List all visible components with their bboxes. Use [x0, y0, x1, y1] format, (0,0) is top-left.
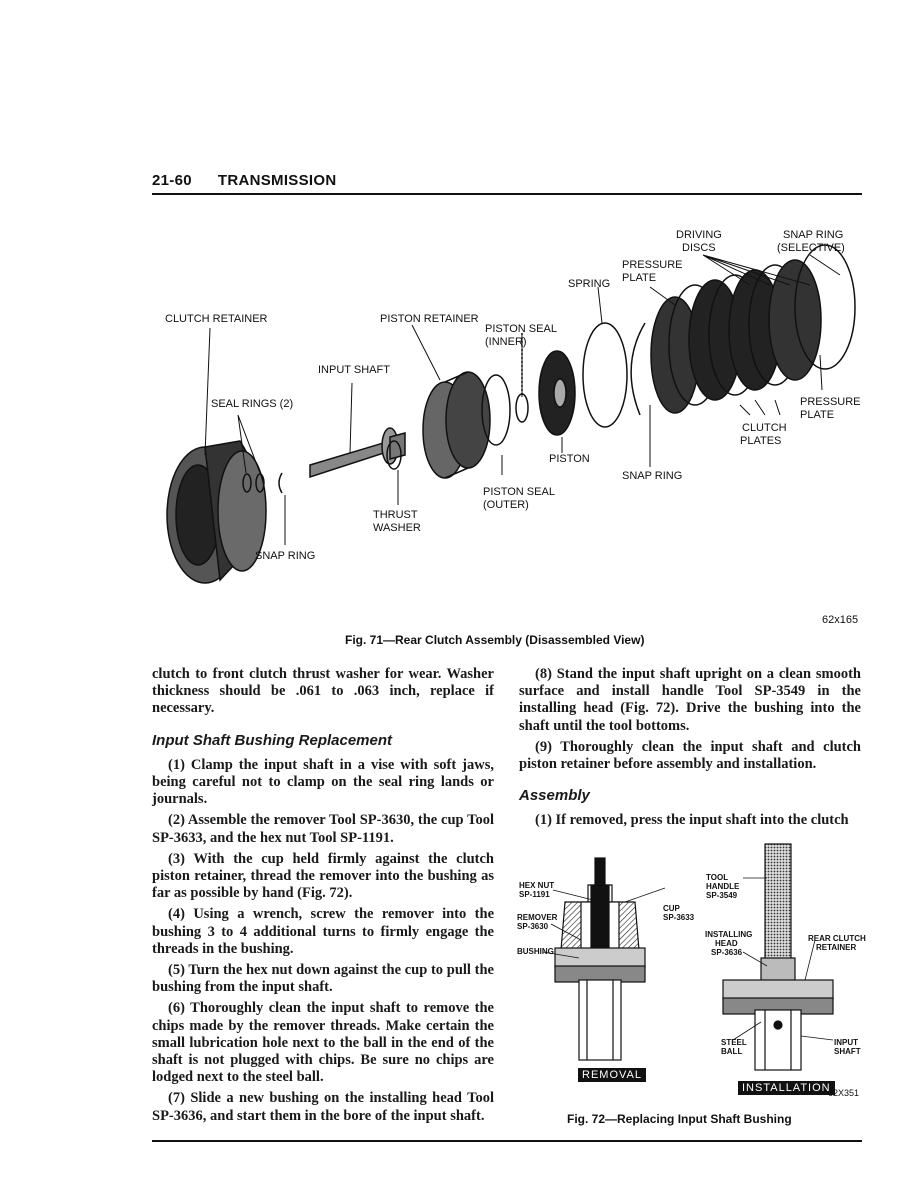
label-clutch-plates: CLUTCH PLATES — [740, 422, 787, 448]
label-remover: REMOVER SP-3630 — [517, 913, 557, 931]
label-line: PRESSURE — [800, 396, 861, 408]
label-line: PLATE — [800, 409, 835, 421]
label-tool-handle: TOOL HANDLE SP-3549 — [706, 873, 739, 900]
label-line: DRIVING — [676, 229, 722, 241]
fig72-number: 62X351 — [828, 1088, 860, 1098]
label-piston-seal-outer: PISTON SEAL (OUTER) — [483, 486, 555, 512]
fig72-illustration — [515, 840, 865, 1100]
label-piston-retainer: PISTON RETAINER — [380, 313, 479, 325]
label-steel-ball: STEEL BALL — [721, 1038, 747, 1056]
label-input-shaft-fig72: INPUT SHAFT — [834, 1038, 861, 1056]
label-line: (SELECTIVE) — [777, 242, 845, 254]
paragraph: (9) Thoroughly clean the input shaft and… — [519, 738, 861, 773]
label-line: INSTALLING — [705, 930, 753, 939]
piston-retainer-drawing — [422, 371, 491, 479]
removal-tag: REMOVAL — [578, 1068, 646, 1082]
label-line: WASHER — [373, 522, 421, 534]
section-heading-assembly: Assembly — [519, 787, 590, 805]
paragraph: (1) If removed, press the input shaft in… — [535, 812, 849, 829]
fig71-number: 62x165 — [822, 614, 859, 626]
input-shaft-drawing — [309, 427, 406, 479]
label-line: (INNER) — [485, 336, 527, 348]
label-line: SP-3630 — [517, 922, 549, 931]
left-column: clutch to front clutch thrust washer for… — [152, 666, 494, 1129]
paragraph: clutch to front clutch thrust washer for… — [152, 666, 494, 717]
label-line: HEX NUT — [519, 881, 555, 890]
section-heading-bushing: Input Shaft Bushing Replacement — [152, 731, 393, 749]
label-line: DISCS — [682, 242, 716, 254]
label-line: HEAD — [715, 939, 738, 948]
clutch-retainer-drawing — [166, 440, 267, 584]
page-number: 21-60 — [152, 172, 192, 189]
label-line: REMOVER — [517, 913, 558, 922]
label-line: PRESSURE — [622, 259, 683, 271]
label-line: CUP — [663, 904, 680, 913]
label-driving-discs: DRIVING DISCS — [676, 229, 722, 255]
page-header: 21-60 TRANSMISSION — [152, 172, 336, 189]
label-line: SP-3549 — [706, 891, 738, 900]
label-snap-ring-selective: SNAP RING (SELECTIVE) — [777, 229, 845, 255]
fig72-caption: Fig. 72—Replacing Input Shaft Bushing — [567, 1112, 792, 1126]
paragraph: (2) Assemble the remover Tool SP-3630, t… — [152, 812, 494, 846]
label-line: SHAFT — [834, 1047, 861, 1056]
label-bushing: BUSHING — [517, 947, 554, 956]
label-pressure-plate-top: PRESSURE PLATE — [622, 259, 683, 285]
label-piston: PISTON — [549, 453, 590, 465]
label-spring: SPRING — [568, 278, 611, 290]
label-line: HANDLE — [706, 882, 740, 891]
label-thrust-washer: THRUST WASHER — [373, 509, 421, 535]
label-snap-ring-right: SNAP RING — [622, 470, 683, 482]
label-line: BALL — [721, 1047, 743, 1056]
label-installing-head: INSTALLING HEAD SP-3636 — [705, 930, 752, 957]
label-cup: CUP SP-3633 — [663, 904, 694, 922]
label-line: PLATE — [622, 272, 657, 284]
removal-drawing — [554, 857, 646, 1061]
label-snap-ring-left: SNAP RING — [255, 550, 316, 562]
label-pressure-plate-right: PRESSURE PLATE — [800, 396, 861, 422]
label-line: SP-1191 — [519, 890, 550, 899]
label-line: REAR CLUTCH — [808, 934, 866, 943]
label-line: THRUST — [373, 509, 418, 521]
label-line: STEEL — [721, 1038, 747, 1047]
label-seal-rings: SEAL RINGS (2) — [211, 398, 294, 410]
label-hex-nut: HEX NUT SP-1191 — [519, 881, 554, 899]
label-line: (OUTER) — [483, 499, 529, 511]
paragraph: (1) Clamp the input shaft in a vise with… — [152, 756, 494, 808]
label-line: TOOL — [706, 873, 729, 882]
right-column: (8) Stand the input shaft upright on a c… — [519, 666, 861, 834]
installation-tag: INSTALLATION — [738, 1081, 835, 1095]
header-rule — [152, 193, 862, 195]
label-line: SP-3636 — [711, 948, 743, 957]
label-line: RETAINER — [816, 943, 857, 952]
label-clutch-retainer: CLUTCH RETAINER — [165, 313, 268, 325]
paragraph: (3) With the cup held firmly against the… — [152, 850, 494, 902]
label-line: PISTON SEAL — [483, 486, 555, 498]
label-input-shaft: INPUT SHAFT — [318, 364, 390, 376]
piston-drawing — [538, 350, 576, 436]
installation-drawing — [722, 843, 834, 1071]
label-line: INPUT — [834, 1038, 858, 1047]
paragraph: (5) Turn the hex nut down against the cu… — [152, 962, 494, 996]
label-line: CLUTCH — [742, 422, 787, 434]
fig71-caption: Fig. 71—Rear Clutch Assembly (Disassembl… — [345, 633, 645, 647]
clutch-pack-drawing — [650, 244, 856, 414]
label-line: SNAP RING — [783, 229, 844, 241]
paragraph: (6) Thoroughly clean the input shaft to … — [152, 1000, 494, 1086]
paragraph: (8) Stand the input shaft upright on a c… — [519, 666, 861, 734]
label-line: PISTON SEAL — [485, 323, 557, 335]
label-piston-seal-inner: PISTON SEAL (INNER) — [485, 323, 557, 349]
section-title: TRANSMISSION — [217, 172, 337, 189]
label-rear-clutch-retainer: REAR CLUTCH RETAINER — [808, 934, 866, 952]
paragraph: (4) Using a wrench, screw the remover in… — [152, 906, 494, 957]
footer-rule — [152, 1140, 862, 1142]
fig71-illustration — [150, 215, 862, 595]
label-line: PLATES — [740, 435, 782, 447]
paragraph: (7) Slide a new bushing on the installin… — [152, 1090, 494, 1124]
label-line: SP-3633 — [663, 913, 695, 922]
